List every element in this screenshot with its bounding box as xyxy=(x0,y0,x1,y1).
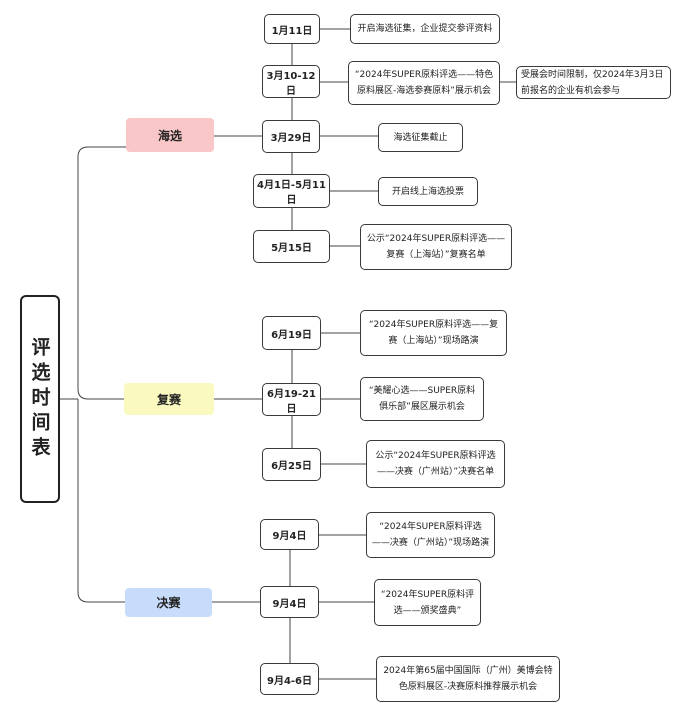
date-node: 5月15日 xyxy=(253,230,330,263)
date-node: 9月4日 xyxy=(260,586,319,618)
root-title: 评选时间表 xyxy=(28,336,51,462)
event-description: “2024年SUPER原料评选——决赛（广州站）”现场路演 xyxy=(366,512,495,558)
category-fusai: 复赛 xyxy=(124,383,214,415)
event-description: 公示“2024年SUPER原料评选——复赛（上海站）”复赛名单 xyxy=(360,224,512,270)
event-description: 开启线上海选投票 xyxy=(378,177,478,206)
root-title-box: 评选时间表 xyxy=(20,295,60,503)
event-description: “2024年SUPER原料评选——颁奖盛典” xyxy=(374,579,481,626)
date-node: 3月10-12日 xyxy=(262,65,320,98)
date-node: 1月11日 xyxy=(264,14,320,44)
date-node: 9月4日 xyxy=(260,519,319,550)
event-note: 受展会时间限制，仅2024年3月3日前报名的企业有机会参与 xyxy=(516,66,671,99)
date-node: 4月1日-5月11日 xyxy=(253,174,330,208)
category-haixuan: 海选 xyxy=(126,118,214,152)
event-description: “2024年SUPER原料评选——复赛（上海站）”现场路演 xyxy=(360,310,507,356)
date-node: 6月25日 xyxy=(262,448,321,481)
event-description: “美耀心选——SUPER原料俱乐部”展区展示机会 xyxy=(360,377,484,421)
event-description: 公示“2024年SUPER原料评选——决赛（广州站）”决赛名单 xyxy=(366,440,505,488)
date-node: 6月19日 xyxy=(262,316,321,350)
date-node: 6月19-21日 xyxy=(262,383,321,416)
event-description: 开启海选征集，企业提交参评资料 xyxy=(350,14,500,44)
event-description: “2024年SUPER原料评选——特色原料展区-海选参赛原料”展示机会 xyxy=(348,61,500,105)
date-node: 3月29日 xyxy=(262,120,320,153)
event-description: 2024年第65届中国国际（广州）美博会特色原料展区-决赛原料推荐展示机会 xyxy=(376,656,560,702)
category-juesai: 决赛 xyxy=(125,588,212,617)
date-node: 9月4-6日 xyxy=(260,663,319,695)
event-description: 海选征集截止 xyxy=(378,123,463,152)
